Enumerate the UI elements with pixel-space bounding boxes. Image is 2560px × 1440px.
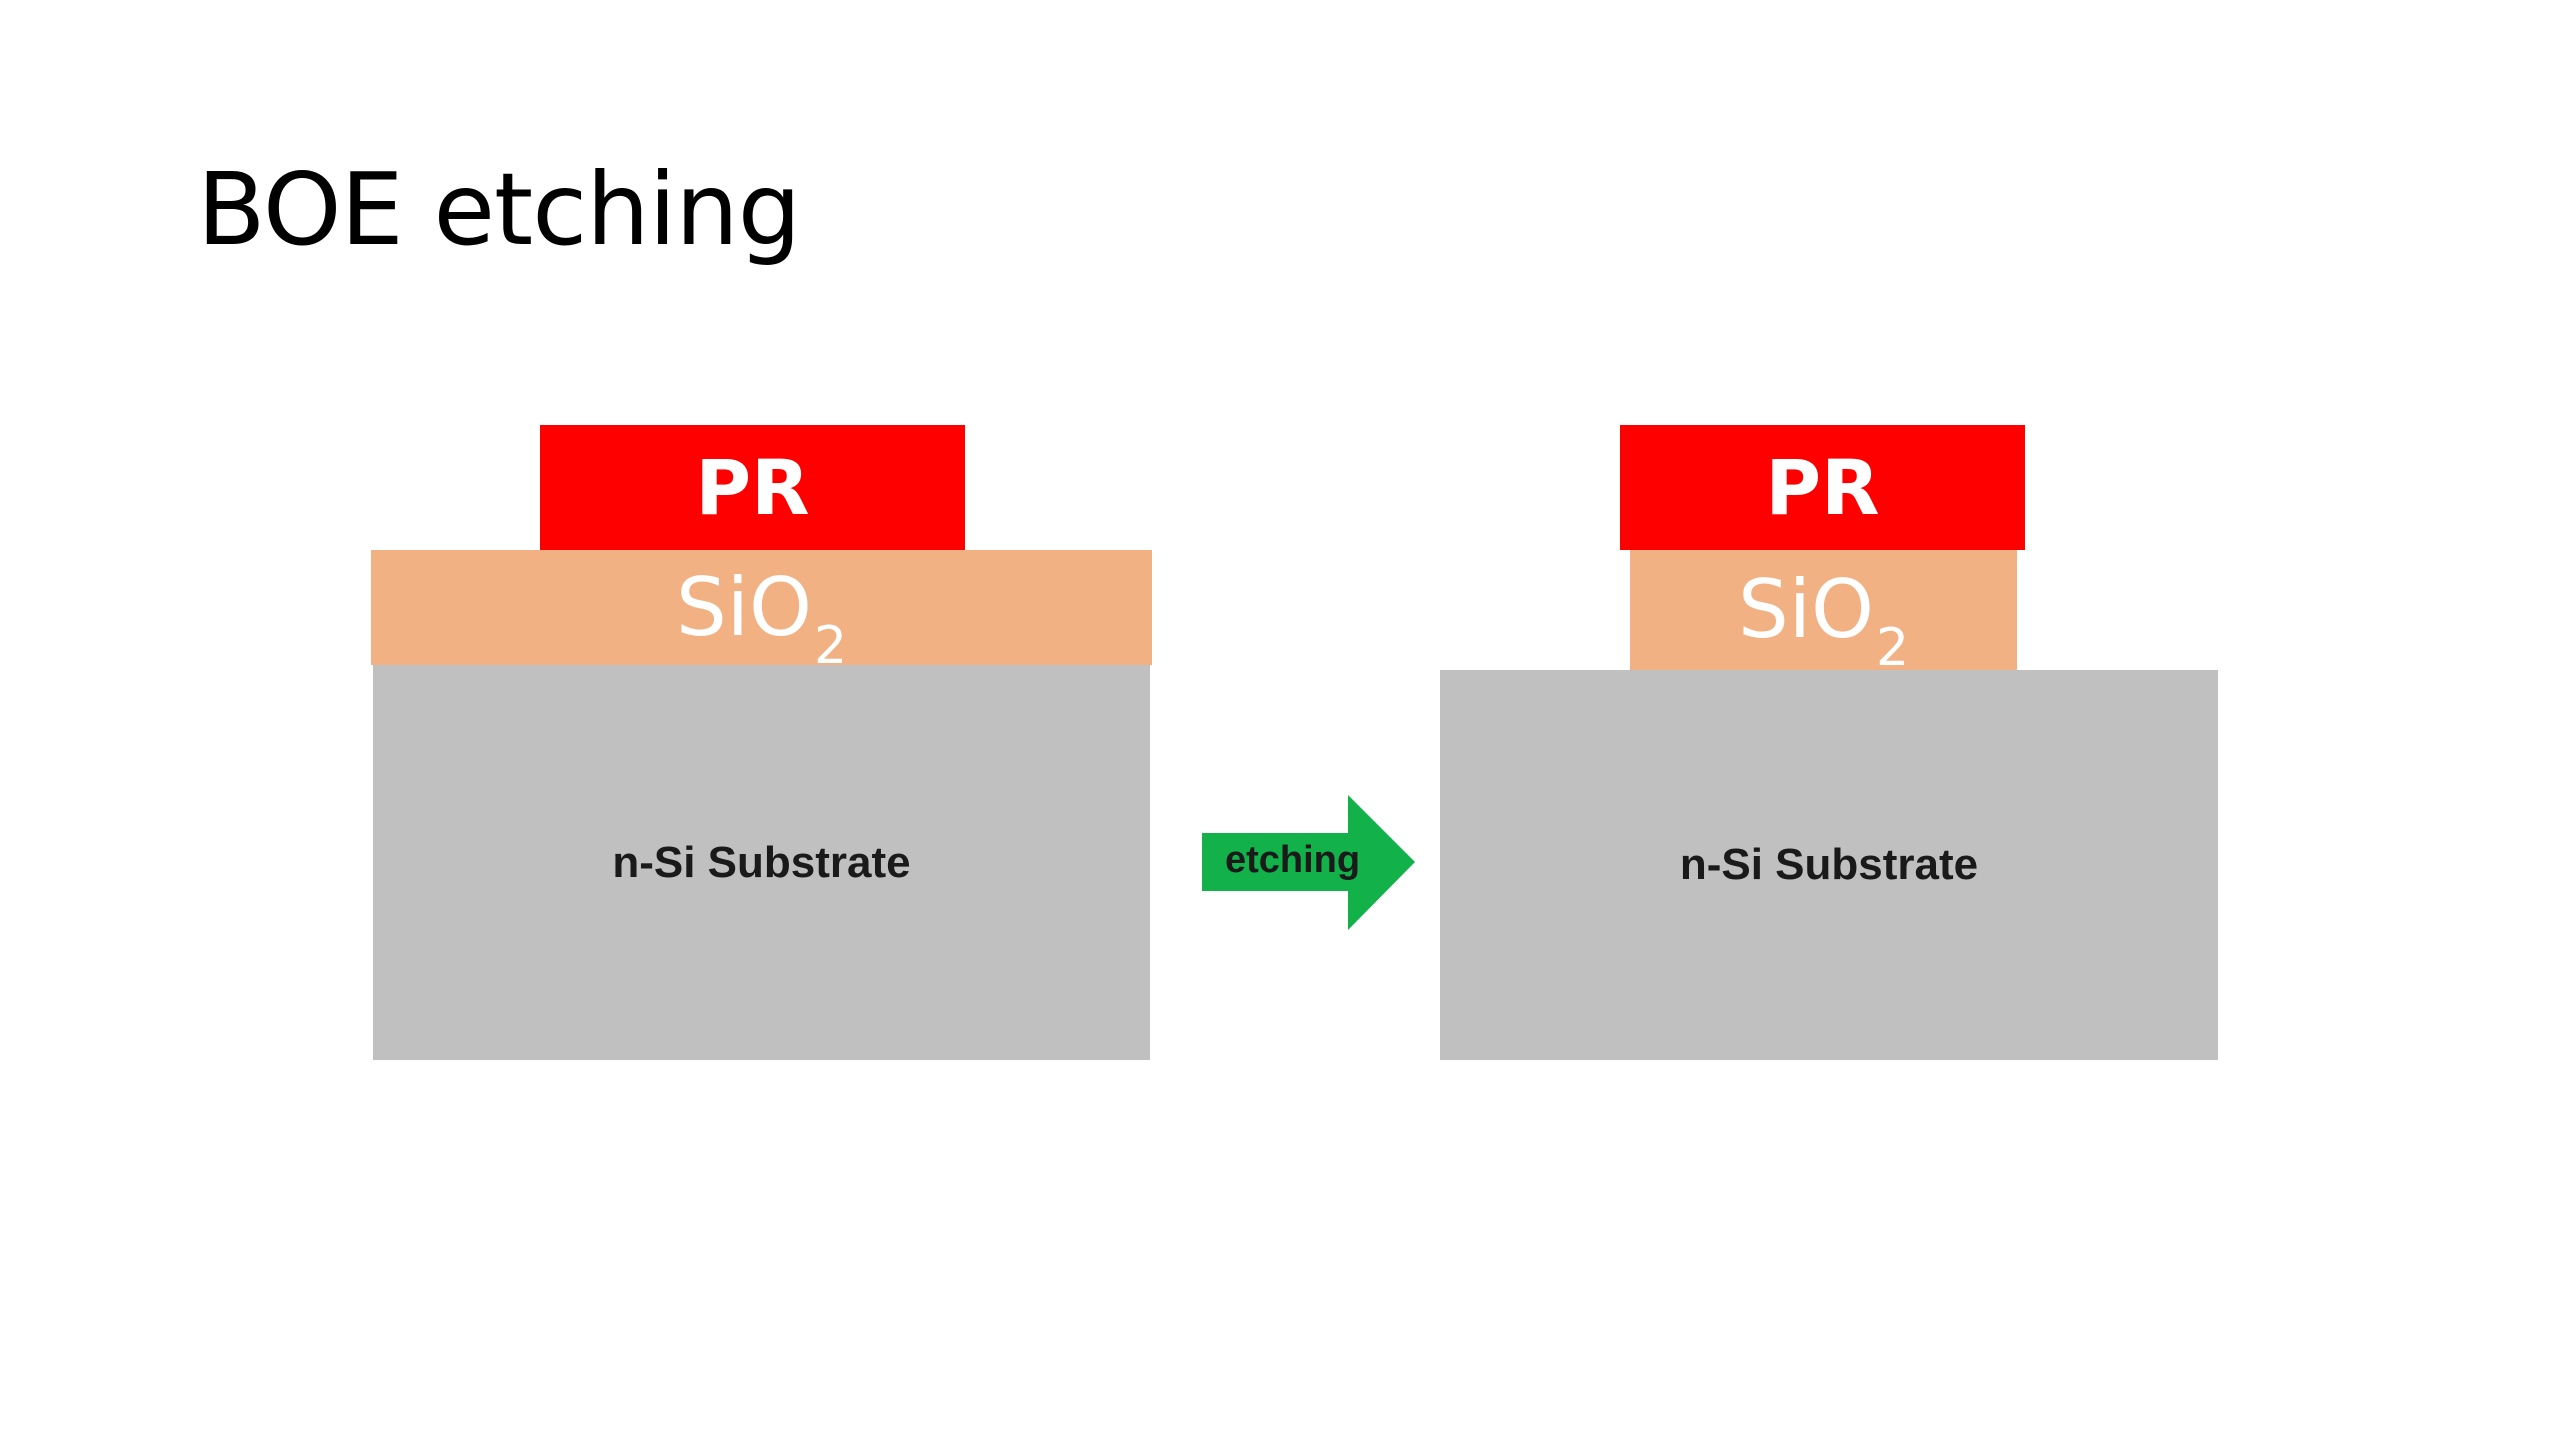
after-oxide-text: SiO (1737, 563, 1874, 656)
after-resist-layer: PR (1620, 425, 2025, 550)
after-resist-label: PR (1765, 442, 1880, 532)
slide-title: BOE etching (197, 151, 801, 268)
arrow-right-icon (1202, 795, 1415, 930)
before-oxide-subscript: 2 (813, 615, 848, 676)
after-substrate-label: n-Si Substrate (1679, 840, 1979, 889)
before-oxide-text: SiO (675, 560, 812, 654)
before-substrate-label: n-Si Substrate (612, 837, 911, 887)
after-substrate-layer: n-Si Substrate (1440, 670, 2218, 1060)
after-oxide-label: SiO2 (1738, 570, 1909, 675)
etching-arrow-label: etching (1224, 839, 1361, 881)
before-resist-layer: PR (540, 425, 965, 550)
before-resist-label: PR (695, 442, 810, 532)
after-oxide-layer: SiO2 (1630, 550, 2017, 675)
before-substrate-layer: n-Si Substrate (373, 665, 1150, 1060)
after-oxide-subscript: 2 (1875, 618, 1910, 678)
etching-arrow: etching (1200, 795, 1415, 930)
before-oxide-label: SiO2 (676, 567, 847, 672)
before-oxide-layer: SiO2 (371, 550, 1152, 672)
